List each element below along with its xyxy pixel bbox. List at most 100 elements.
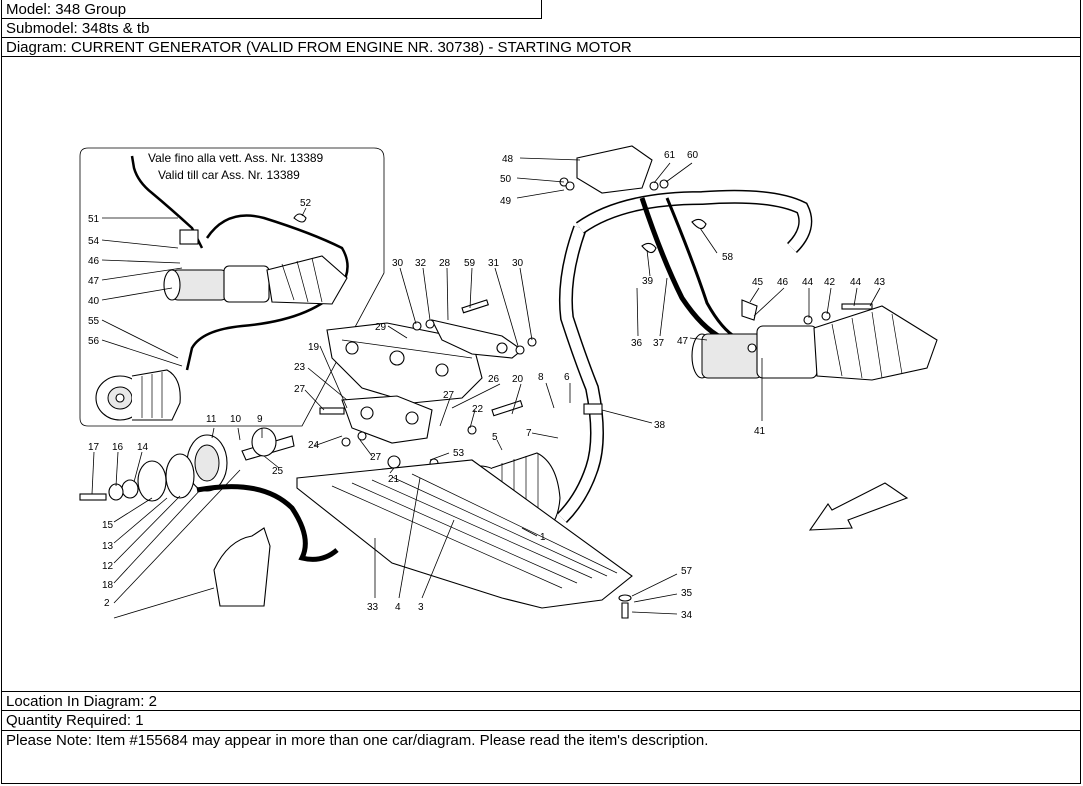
pulley-assembly [79, 434, 228, 502]
callout-8: 8 [538, 372, 544, 383]
callout-29: 29 [375, 322, 387, 333]
callout-21: 21 [388, 474, 400, 485]
model-label: Model: 348 Group [2, 0, 542, 19]
callout-14: 14 [137, 442, 149, 453]
callout-47-main: 47 [677, 336, 689, 347]
bolt-27 [319, 407, 345, 415]
inset-starter-motor [163, 255, 348, 305]
callout-23: 23 [294, 362, 306, 373]
callout-37: 37 [653, 338, 665, 349]
exploded-parts-diagram: Vale fino alla vett. Ass. Nr. 13389 Vali… [2, 58, 1080, 691]
submodel-label: Submodel: 348ts & tb [2, 19, 1080, 38]
callout-6: 6 [564, 372, 570, 383]
terminal-cap-45 [741, 299, 758, 321]
callout-12: 12 [102, 561, 114, 572]
callout-55: 55 [88, 316, 100, 327]
callout-2: 2 [104, 598, 110, 609]
callout-42: 42 [824, 277, 836, 288]
clip-58 [691, 218, 707, 230]
callout-34: 34 [681, 610, 693, 621]
callout-35: 35 [681, 588, 693, 599]
callout-13: 13 [102, 541, 114, 552]
callout-7: 7 [526, 428, 532, 439]
bolt-20 [491, 400, 524, 417]
adjuster-bracket [341, 395, 433, 444]
callout-48: 48 [502, 154, 514, 165]
callout-49: 49 [500, 196, 512, 207]
pulley-bolt-17 [79, 493, 107, 501]
callout-16: 16 [112, 442, 124, 453]
inset-alternator [95, 369, 181, 421]
callout-4: 4 [395, 602, 401, 613]
cable-clamp-38 [583, 403, 603, 415]
callout-58: 58 [722, 252, 734, 263]
callout-52: 52 [300, 198, 312, 209]
callout-39: 39 [642, 276, 654, 287]
callout-54: 54 [88, 236, 100, 247]
callout-50: 50 [500, 174, 512, 185]
callout-31: 31 [488, 258, 500, 269]
callout-41: 41 [754, 426, 766, 437]
callout-26: 26 [488, 374, 500, 385]
callout-56: 56 [88, 336, 100, 347]
front-direction-arrow [808, 482, 909, 531]
callout-44-a: 44 [802, 277, 814, 288]
quantity-required: Quantity Required: 1 [2, 710, 1080, 730]
bracket-48 [576, 145, 653, 194]
inset-cable [130, 155, 204, 249]
callout-28: 28 [439, 258, 451, 269]
callout-27-a: 27 [294, 384, 306, 395]
starter-motor [691, 305, 938, 381]
belt-guard-2 [213, 527, 271, 607]
item-note: Please Note: Item #155684 may appear in … [2, 730, 1080, 784]
callout-44-b: 44 [850, 277, 862, 288]
callout-19: 19 [308, 342, 320, 353]
diagram-title: Diagram: CURRENT GENERATOR (VALID FROM E… [2, 38, 1080, 57]
drive-belt [196, 484, 339, 562]
callout-15: 15 [102, 520, 114, 531]
grommet-39 [641, 242, 657, 254]
callout-30-b: 30 [512, 258, 524, 269]
callout-46-main: 46 [777, 277, 789, 288]
callout-51: 51 [88, 214, 100, 225]
upper-link-bracket [430, 319, 523, 359]
callout-5: 5 [492, 432, 498, 443]
screw-34 [621, 602, 629, 619]
callout-36: 36 [631, 338, 643, 349]
callout-59: 59 [464, 258, 476, 269]
callout-40: 40 [88, 296, 100, 307]
callout-61: 61 [664, 150, 676, 161]
callout-33: 33 [367, 602, 379, 613]
callout-17: 17 [88, 442, 100, 453]
callout-53: 53 [453, 448, 465, 459]
cable-37 [665, 197, 738, 340]
callout-1: 1 [540, 532, 546, 543]
callout-38: 38 [654, 420, 666, 431]
inset-note-english: Valid till car Ass. Nr. 13389 [158, 168, 300, 182]
cable-36 [639, 197, 724, 341]
tensioner-pulley [251, 427, 277, 457]
callout-60: 60 [687, 150, 699, 161]
location-in-diagram: Location In Diagram: 2 [2, 691, 1080, 710]
inset-panel-frame [79, 147, 385, 427]
inset-cable-clip [293, 213, 307, 223]
callout-3: 3 [418, 602, 424, 613]
callout-22: 22 [472, 404, 484, 415]
underbody-shield [296, 459, 633, 609]
callout-27-b: 27 [443, 390, 455, 401]
bolt-59 [461, 299, 489, 314]
nut-21 [387, 455, 401, 469]
callout-30-a: 30 [392, 258, 404, 269]
callout-20: 20 [512, 374, 524, 385]
diagram-drawing: Vale fino alla vett. Ass. Nr. 13389 Vali… [79, 145, 938, 621]
callout-18: 18 [102, 580, 114, 591]
callout-47-inset: 47 [88, 276, 100, 287]
inset-note-italian: Vale fino alla vett. Ass. Nr. 13389 [148, 151, 324, 165]
callout-27-c: 27 [370, 452, 382, 463]
callout-45: 45 [752, 277, 764, 288]
inset-terminal-boot [179, 229, 199, 245]
callout-43: 43 [874, 277, 886, 288]
callout-11: 11 [206, 414, 217, 425]
callout-9: 9 [257, 414, 263, 425]
